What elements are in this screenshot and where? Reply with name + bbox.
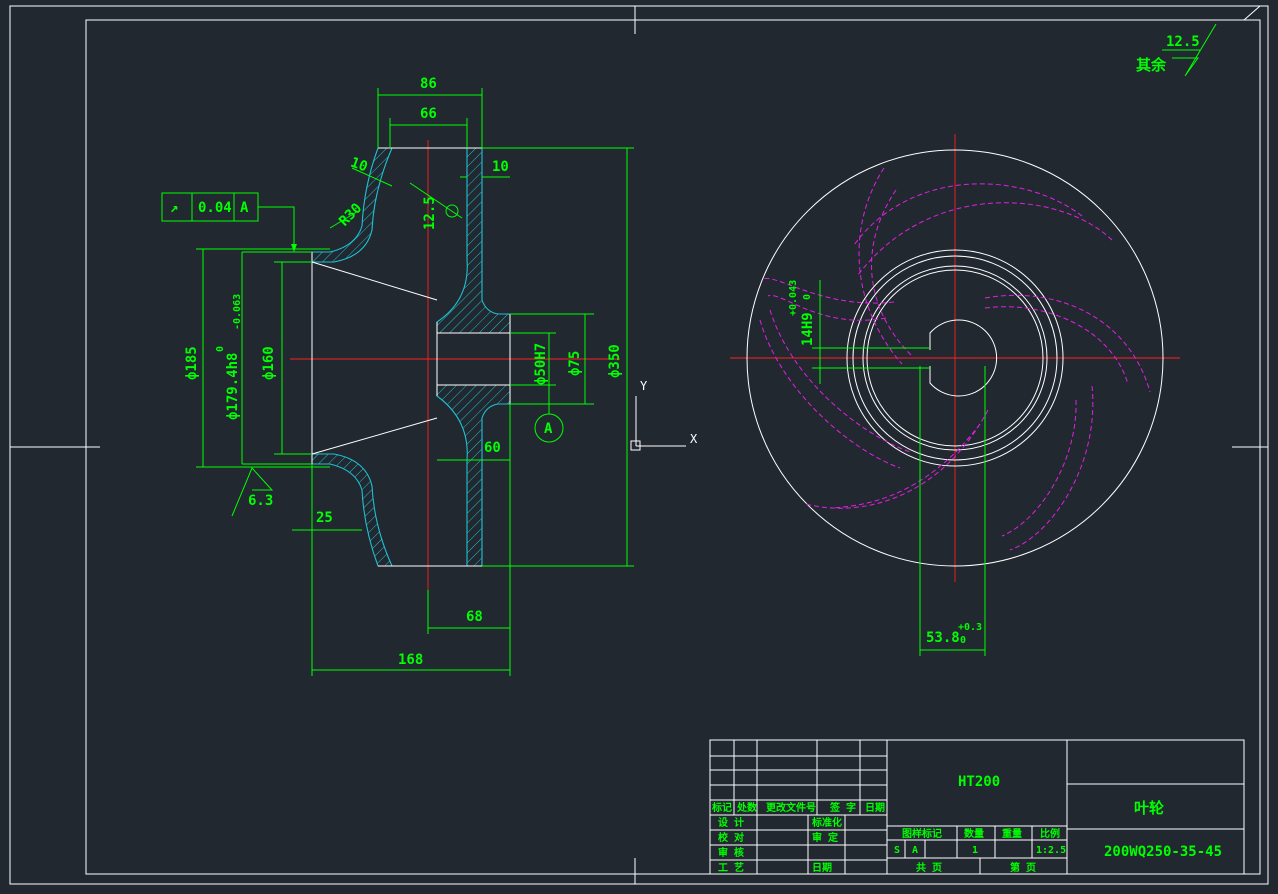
dim-10-right: 10: [492, 159, 509, 175]
row-standard: 标准化: [811, 816, 842, 829]
dim-68: 68: [466, 609, 483, 625]
dim-r30: R30: [336, 200, 365, 229]
stage-a: A: [912, 845, 918, 856]
label-scale: 比例: [1040, 827, 1060, 840]
hub-section-bottom: [436, 384, 511, 567]
material: HT200: [958, 774, 1000, 790]
row-proof: 校 对: [718, 831, 744, 844]
dim-25: 25: [316, 510, 333, 526]
sheet-border: [9, 5, 1269, 885]
dim-10-left: 10: [348, 155, 369, 176]
row-design: 设 计: [718, 816, 744, 829]
front-view: [730, 134, 1180, 582]
section-dimensions: 86 66 10 10 R30 12.5 ↗ 0.04 A: [161, 76, 634, 676]
dim-phi160: ф160: [261, 346, 277, 380]
dim-key-tol-lower: 0: [802, 294, 813, 300]
roughness-hub: 12.5: [422, 196, 438, 230]
label-qty: 数量: [964, 827, 984, 840]
total-sheets: 共 页: [916, 861, 942, 874]
dim-phi179-tol-lower: -0.063: [232, 294, 243, 330]
row-craft: 工 艺: [718, 861, 744, 874]
part-name: 叶轮: [1134, 799, 1164, 817]
dim-key-tol-upper: +0.043: [788, 280, 799, 316]
impeller-outer-circle: [746, 149, 1164, 567]
dim-phi350: ф350: [607, 344, 623, 378]
header-date: 日期: [865, 801, 885, 814]
tolerance-value: 0.04: [198, 200, 232, 216]
front-dimensions: 14H9 +0.043 0 53.8 +0.3 0: [788, 280, 986, 656]
row-date: 日期: [812, 861, 832, 874]
dim-key-depth-tol-lower: 0: [960, 635, 966, 646]
geometric-tolerance-frame: ↗ 0.04 A: [161, 192, 297, 252]
ucs-y-label: Y: [640, 379, 648, 393]
header-count: 处数: [736, 801, 758, 814]
roughness-face: 6.3: [248, 493, 273, 509]
dim-86: 86: [420, 76, 437, 92]
header-sign: 签 字: [829, 801, 856, 814]
hub-section-top: [436, 147, 511, 334]
runout-symbol-icon: ↗: [170, 200, 178, 216]
roughness-note-value: 12.5: [1166, 34, 1200, 50]
drawing-number: 200WQ250-35-45: [1104, 844, 1222, 860]
dim-key-depth-tol-upper: +0.3: [958, 622, 982, 633]
keyway-bore: [929, 319, 998, 397]
roughness-note-label: 其余: [1136, 56, 1167, 74]
dim-phi75: ф75: [567, 351, 583, 376]
dim-phi179: ф179.4h8: [225, 353, 241, 420]
datum-a: A: [544, 421, 553, 437]
dim-phi185: ф185: [184, 346, 200, 380]
tolerance-datum: A: [240, 200, 249, 216]
dim-60: 60: [484, 440, 501, 456]
dim-66: 66: [420, 106, 437, 122]
dim-168: 168: [398, 652, 423, 668]
dim-phi179-tol-upper: 0: [215, 346, 226, 352]
row-review: 审 定: [812, 831, 838, 844]
ucs-x-label: X: [690, 432, 698, 446]
dim-phi50h7: ф50H7: [533, 343, 549, 385]
roughness-note: 其余 12.5: [1136, 23, 1217, 77]
row-audit: 审 核: [718, 846, 744, 859]
header-change-doc: 更改文件号: [766, 801, 816, 814]
ucs-icon: X Y: [630, 379, 698, 451]
label-stage: 图样标记: [902, 827, 942, 840]
scale: 1:2.5: [1036, 845, 1066, 856]
dim-key-depth: 53.8: [926, 630, 960, 646]
dim-key-width: 14H9: [800, 312, 816, 346]
header-mark: 标记: [711, 801, 732, 814]
label-weight: 重量: [1002, 827, 1022, 840]
title-block: HT200 叶轮 200WQ250-35-45 标记 处数 更改文件号 签 字 …: [709, 739, 1245, 875]
quantity: 1: [972, 845, 978, 856]
stage-s: S: [894, 845, 900, 856]
sheet-number: 第 页: [1010, 861, 1036, 874]
